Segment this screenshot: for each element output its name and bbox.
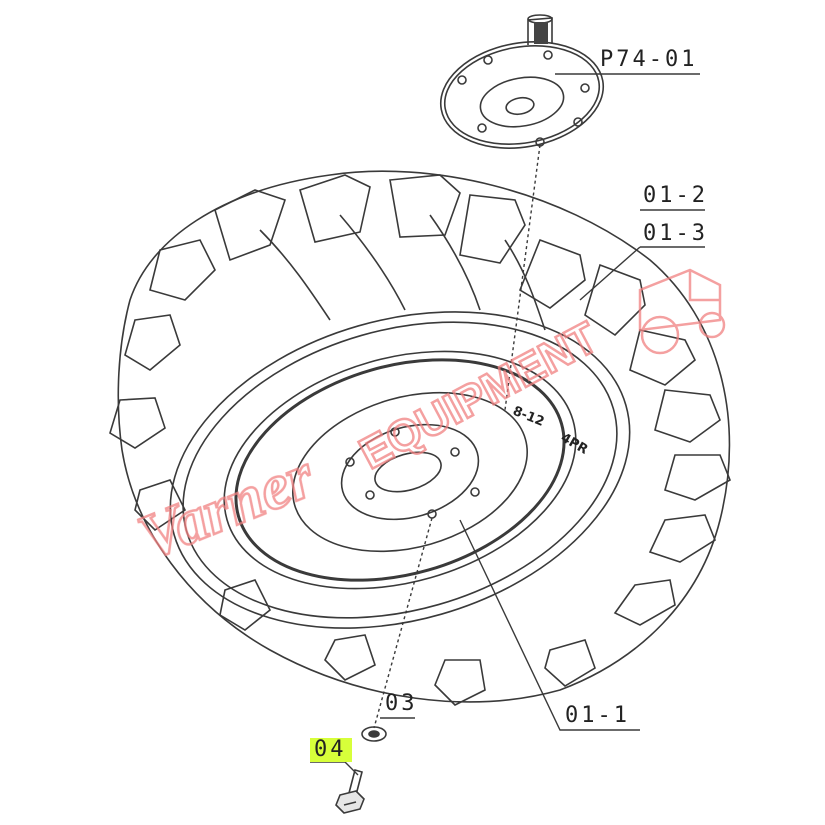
tire [109,170,732,706]
bolt [335,769,365,814]
callout-washer: 03 [385,691,418,716]
watermark-script: Varner [129,439,325,573]
callout-bolt: 04 [314,737,347,762]
washer [361,726,387,742]
assembly-axes [373,144,541,729]
watermark-tractor-icon [638,268,726,355]
bolt-label-highlight [310,738,352,762]
hub-shaft-fill [534,22,548,44]
rim [223,350,577,590]
center-bore [374,451,442,493]
watermark-block: EQUIPMENT [352,313,606,479]
callout-tire-a: 01-2 [643,183,708,208]
sidewall-size-label: 8-12 [511,404,547,430]
leader-lines [310,73,705,776]
callout-hub: P74-01 [600,47,697,72]
hub-flange [439,14,605,149]
callout-tire-b: 01-3 [643,221,708,246]
callout-rim: 01-1 [565,703,630,728]
